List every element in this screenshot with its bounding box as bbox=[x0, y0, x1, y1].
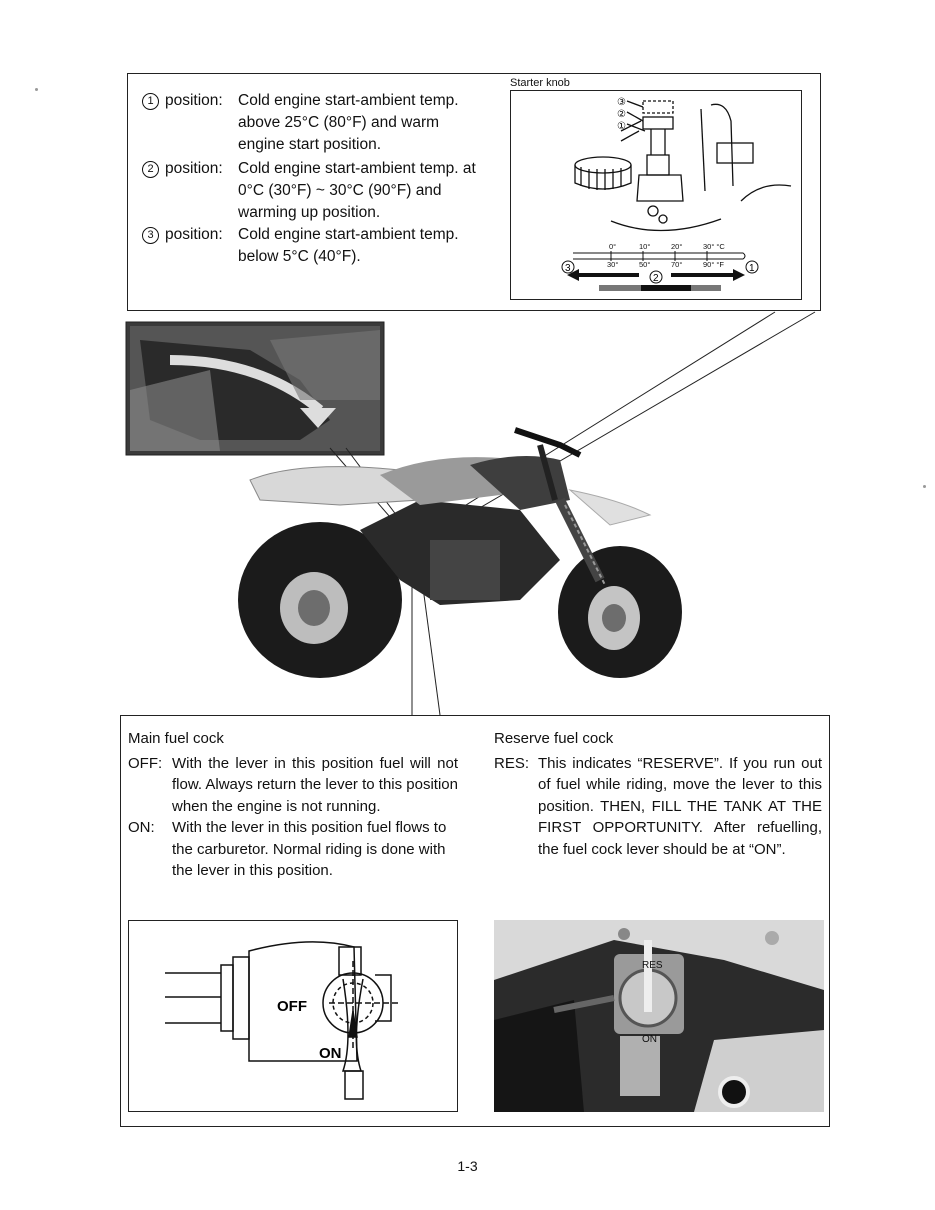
position-label: position: bbox=[165, 160, 223, 177]
scan-speck bbox=[923, 485, 926, 488]
starter-knob-title: Starter knob bbox=[510, 77, 570, 89]
reserve-fuel-cock-section: Reserve fuel cock RES: This indicates “R… bbox=[494, 728, 822, 860]
position-description: Cold engine start-ambient temp. at 0°C (… bbox=[238, 160, 476, 221]
atv-illustration bbox=[125, 311, 816, 716]
svg-text:③: ③ bbox=[617, 97, 626, 108]
res-description: This indicates “RESERVE”. If you run out… bbox=[538, 754, 822, 858]
on-photo-label: ON bbox=[642, 1034, 657, 1045]
celsius-tick: 20° bbox=[671, 242, 682, 251]
on-key: ON: bbox=[128, 819, 155, 836]
fuel-cock-panel: Main fuel cock OFF: With the lever in th… bbox=[120, 715, 830, 1127]
on-description: With the lever in this position fuel flo… bbox=[172, 819, 447, 879]
reserve-fuel-cock-heading: Reserve fuel cock bbox=[494, 730, 614, 747]
off-description: With the lever in this position fuel wil… bbox=[172, 754, 458, 815]
svg-text:①: ① bbox=[617, 121, 626, 132]
res-photo-label: RES bbox=[642, 960, 663, 971]
fuel-cock-line-drawing: OFF ON bbox=[165, 941, 399, 1100]
fuel-cock-diagram: OFF ON bbox=[128, 920, 458, 1112]
fahrenheit-tick: 50° bbox=[639, 260, 650, 269]
page-number: 1-3 bbox=[457, 1158, 478, 1174]
fahrenheit-tick: 70° bbox=[671, 260, 682, 269]
main-fuel-cock-section: Main fuel cock OFF: With the lever in th… bbox=[128, 728, 458, 882]
off-entry: OFF: With the lever in this position fue… bbox=[128, 753, 458, 818]
celsius-tick: 30° °C bbox=[703, 242, 725, 251]
svg-text:②: ② bbox=[617, 109, 626, 120]
position-description: Cold engine start-ambient temp. below 5°… bbox=[238, 226, 459, 265]
position-label: position: bbox=[165, 92, 223, 109]
starter-knob-diagram: ③ ② ① 0° 10° 20° 30° °C 30° 50° 70° 90° … bbox=[510, 90, 802, 300]
fuel-cock-photo-art: RES ON bbox=[494, 920, 824, 1112]
off-key: OFF: bbox=[128, 754, 163, 772]
scale-marker-1: 1 bbox=[749, 263, 755, 274]
res-entry: RES: This indicates “RESERVE”. If you ru… bbox=[494, 753, 822, 861]
fahrenheit-tick: 90° °F bbox=[703, 260, 724, 269]
position-description: Cold engine start-ambient temp. above 25… bbox=[238, 92, 459, 153]
scale-marker-2: 2 bbox=[653, 273, 659, 284]
on-label: ON bbox=[319, 1045, 342, 1062]
scan-speck bbox=[35, 88, 38, 91]
scale-marker-3: 3 bbox=[565, 263, 571, 274]
celsius-tick: 0° bbox=[609, 242, 616, 251]
circled-number: 1 bbox=[142, 93, 159, 110]
circled-number: 3 bbox=[142, 227, 159, 244]
on-entry: ON: With the lever in this position fuel… bbox=[128, 817, 458, 882]
circled-number: 2 bbox=[142, 161, 159, 178]
fahrenheit-tick: 30° bbox=[607, 260, 618, 269]
position-label: position: bbox=[165, 226, 223, 243]
fuel-cock-photo: RES ON bbox=[494, 920, 824, 1112]
celsius-tick: 10° bbox=[639, 242, 650, 251]
main-fuel-cock-heading: Main fuel cock bbox=[128, 730, 224, 747]
starter-panel: 1 position: Cold engine start-ambient tem… bbox=[127, 73, 821, 311]
res-key: RES: bbox=[494, 754, 530, 772]
off-label: OFF bbox=[277, 998, 307, 1015]
starter-knob-illustration: ③ ② ① 0° 10° 20° 30° °C 30° 50° 70° 90° … bbox=[561, 97, 792, 291]
